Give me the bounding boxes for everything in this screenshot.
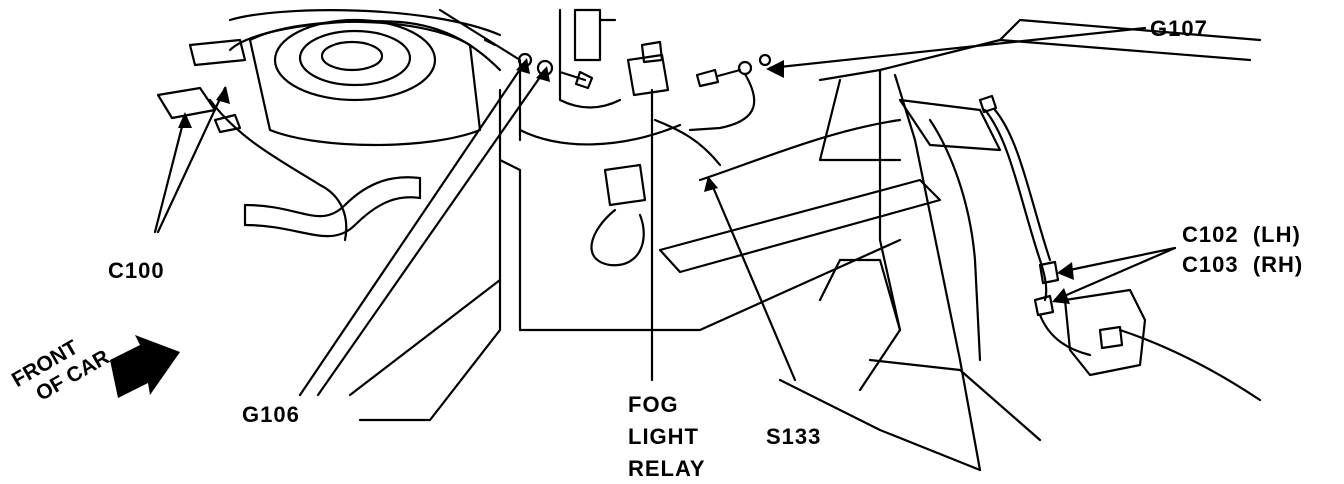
leader-g106-b xyxy=(316,68,547,397)
frame-rail xyxy=(658,18,1262,274)
ground-bolt-g107 xyxy=(688,53,772,132)
leader-c102 xyxy=(1058,246,1177,274)
arrowheads xyxy=(178,58,1074,304)
headlamp-harness xyxy=(978,94,1147,377)
radiator-support xyxy=(348,8,902,422)
label-s133: S133 xyxy=(766,424,822,449)
leader-g106-a xyxy=(298,60,527,397)
label-c102-lh: C102 (LH) xyxy=(1182,222,1301,247)
ground-bolts-g106 xyxy=(483,38,594,90)
fog-light-relay-body xyxy=(590,40,722,267)
label-fog-light-relay-line2: LIGHT xyxy=(628,424,699,449)
radiator-hose xyxy=(243,176,422,238)
leader-c103 xyxy=(1053,246,1177,302)
label-fog-light-relay-line1: FOG xyxy=(628,392,679,417)
label-g107: G107 xyxy=(1150,16,1208,41)
label-g106: G106 xyxy=(242,402,300,427)
leader-c100-b xyxy=(156,86,227,234)
leader-c100-a xyxy=(153,113,187,234)
leader-lines xyxy=(153,26,1177,397)
label-c103-rh: C103 (RH) xyxy=(1182,252,1304,277)
label-fog-light-relay-line3: RELAY xyxy=(628,456,706,481)
label-c100: C100 xyxy=(108,258,165,283)
leader-g107 xyxy=(768,26,1147,70)
leader-s133 xyxy=(708,178,797,382)
right-inner-fender xyxy=(778,68,1262,472)
front-of-car-arrow-icon xyxy=(110,335,180,398)
